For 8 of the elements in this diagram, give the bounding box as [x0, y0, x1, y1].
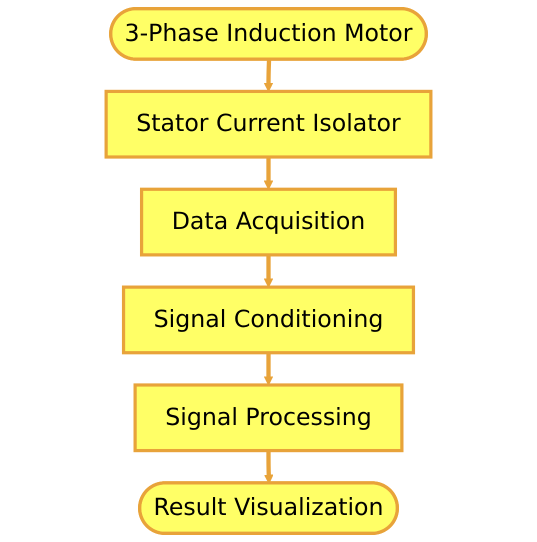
arrow: [264, 157, 274, 190]
arrow: [264, 60, 274, 92]
node-box: [122, 286, 416, 354]
node-box: [104, 90, 432, 159]
arrow: [264, 352, 274, 386]
arrow: [264, 254, 274, 288]
node-box: [140, 188, 398, 256]
node-box: [134, 383, 404, 452]
